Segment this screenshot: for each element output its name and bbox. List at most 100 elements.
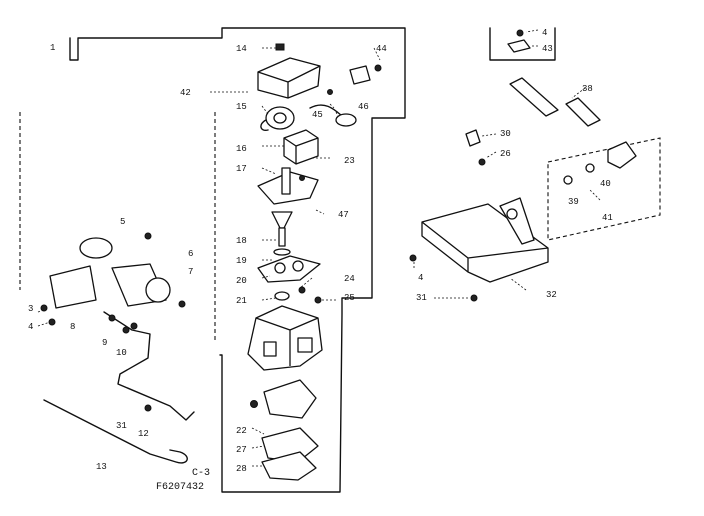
part-30: [465, 129, 481, 147]
coil-core: [273, 112, 287, 124]
label-5: 5: [120, 217, 125, 227]
connector-10: [130, 322, 138, 330]
label-23: 23: [344, 156, 355, 166]
screw-4a: [516, 29, 524, 37]
label-4-top: 4: [542, 28, 547, 38]
gasket-hole-b: [292, 260, 304, 272]
funnel-part: [271, 211, 293, 229]
label-45: 45: [312, 110, 323, 120]
label-24: 24: [344, 274, 355, 284]
impeller-5: [79, 237, 113, 259]
nut-40: [585, 163, 595, 173]
left-dashed-boundary: [19, 112, 216, 340]
label-16: 16: [236, 144, 247, 154]
label-42: 42: [180, 88, 191, 98]
washer-21: [274, 291, 290, 301]
cover-part: [257, 57, 321, 99]
label-18: 18: [236, 236, 247, 246]
label-27: 27: [236, 445, 247, 455]
washer-19: [273, 248, 291, 256]
nut-39: [563, 175, 573, 185]
label-41: 41: [602, 213, 613, 223]
valve-port-a: [263, 341, 277, 357]
label-40: 40: [600, 179, 611, 189]
label-4-left: 4: [28, 322, 33, 332]
part-26: [478, 158, 486, 166]
rod-38-a: [509, 77, 559, 117]
label-15: 15: [236, 102, 247, 112]
switch-40: [607, 141, 637, 169]
label-17: 17: [236, 164, 247, 174]
leader-lines: [37, 29, 601, 467]
bracket-arm-hole: [506, 208, 518, 220]
motor-cap: [145, 277, 171, 303]
label-10: 10: [116, 348, 127, 358]
screw-31a: [470, 294, 478, 302]
screw-22: [250, 400, 258, 408]
relay-screw: [374, 64, 382, 72]
label-32: 32: [546, 290, 557, 300]
gasket-plate: [257, 255, 321, 283]
label-44: 44: [376, 44, 387, 54]
section-code: C-3: [192, 468, 210, 479]
label-26: 26: [500, 149, 511, 159]
screw-7: [178, 300, 186, 308]
motor-mount: [49, 265, 97, 309]
label-3: 3: [28, 304, 33, 314]
valve-port-b: [297, 337, 313, 353]
cover-tab: [275, 43, 285, 51]
connector-8: [108, 314, 116, 322]
gasket-hole-a: [274, 262, 286, 274]
rod-38-b: [565, 97, 601, 127]
label-28: 28: [236, 464, 247, 474]
screw-3: [40, 304, 48, 312]
label-47: 47: [338, 210, 349, 220]
label-46: 46: [358, 102, 369, 112]
base-bracket-32: [421, 203, 549, 283]
relay-part: [349, 65, 371, 85]
label-39: 39: [568, 197, 579, 207]
clip-43: [507, 39, 531, 53]
plate-28: [261, 451, 317, 481]
label-25: 25: [344, 293, 355, 303]
assembly-boundary-outline: [69, 27, 406, 493]
screw-4c: [48, 318, 56, 326]
right-bracket-outline: [489, 27, 556, 61]
label-7: 7: [188, 267, 193, 277]
solenoid-block: [283, 129, 319, 165]
label-13: 13: [96, 462, 107, 472]
thermostat-lead: [309, 104, 343, 117]
label-31-left: 31: [116, 421, 127, 431]
thermostat-bulb: [335, 113, 357, 127]
plate-22: [263, 379, 317, 419]
label-22: 22: [236, 426, 247, 436]
right-dashed-boundary: [547, 137, 661, 241]
label-4-right: 4: [418, 273, 423, 283]
label-21: 21: [236, 296, 247, 306]
thermostat-screw: [327, 89, 333, 95]
bracket-screw: [299, 175, 305, 181]
label-8: 8: [70, 322, 75, 332]
wire-harness: [103, 311, 195, 421]
coil-wire: [260, 119, 269, 132]
label-19: 19: [236, 256, 247, 266]
connector-9: [122, 326, 130, 334]
label-43: 43: [542, 44, 553, 54]
plate-27: [261, 427, 319, 463]
screw-5: [144, 232, 152, 240]
spring-rod-13: [43, 399, 188, 464]
bracket-post: [281, 167, 291, 195]
part-code: F6207432: [156, 482, 204, 493]
label-12: 12: [138, 429, 149, 439]
label-31-right: 31: [416, 293, 427, 303]
label-14: 14: [236, 44, 247, 54]
screw-25: [314, 296, 322, 304]
label-38: 38: [582, 84, 593, 94]
label-30: 30: [500, 129, 511, 139]
screw-24: [298, 286, 306, 294]
label-9: 9: [102, 338, 107, 348]
connector-11: [144, 404, 152, 412]
label-1: 1: [50, 43, 55, 53]
funnel-stem: [278, 227, 286, 247]
